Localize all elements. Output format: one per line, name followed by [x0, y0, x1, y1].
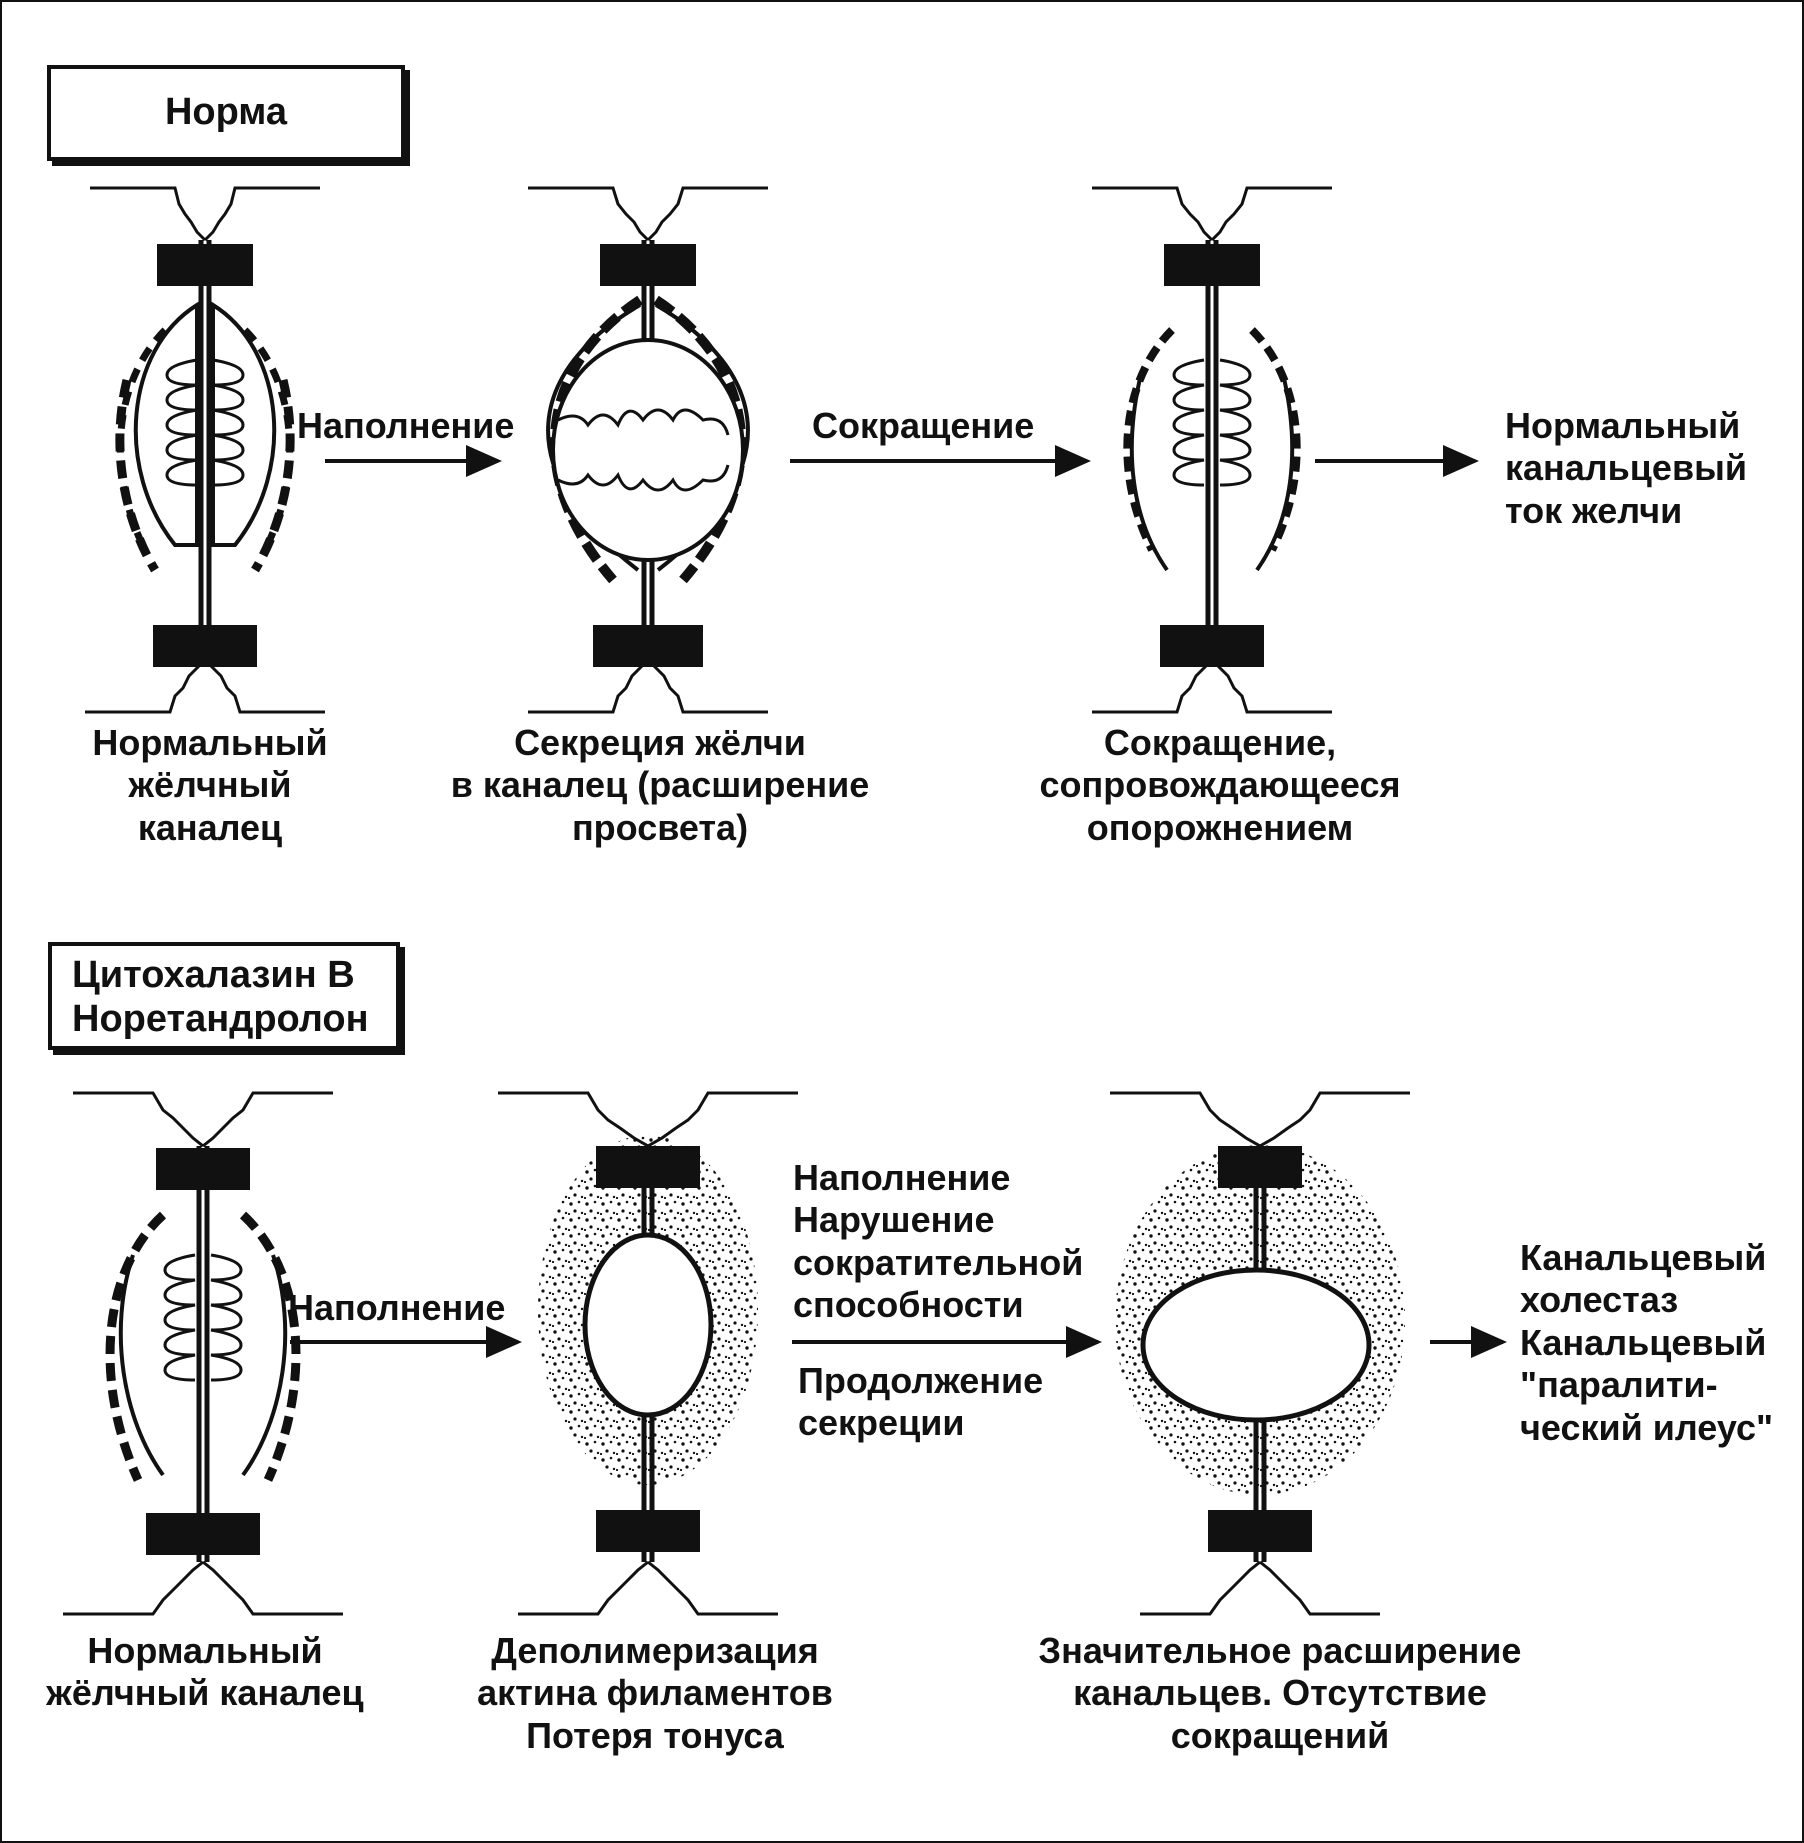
arrow-label-contraction: Сокращение — [812, 405, 1035, 446]
caption-line: каналец — [137, 806, 283, 848]
caption-normal-canaliculus-2: Нормальный жёлчный каналец — [30, 1630, 380, 1715]
result-line: "паралити- — [1520, 1364, 1718, 1406]
caption-line: сокращений — [1170, 1714, 1390, 1756]
label-line: способности — [793, 1284, 1024, 1326]
result-line: холестаз — [1520, 1279, 1679, 1321]
caption-line: канальцев. Отсутствие — [1073, 1672, 1487, 1714]
label-line: Нарушение — [793, 1199, 995, 1241]
caption-line: жёлчный каналец — [46, 1672, 364, 1714]
caption-line: сопровождающееся — [1039, 764, 1401, 806]
normal-title-box: Норма — [47, 65, 405, 161]
caption-line: опорожнением — [1086, 806, 1354, 848]
caption-line: Деполимеризация — [491, 1630, 819, 1671]
label-line: сократительной — [793, 1241, 1084, 1283]
drug-title-line-1: Цитохалазин В — [72, 954, 355, 996]
arrow-label-filling-top: Наполнение — [297, 405, 515, 446]
caption-normal-canaliculus: Нормальный жёлчный каналец — [60, 722, 360, 849]
caption-line: в каналец (расширение — [450, 764, 870, 806]
normal-result-line-1: Нормальный — [1505, 405, 1741, 446]
contracted-canaliculus-diagram — [1092, 186, 1332, 714]
caption-line: Нормальный — [87, 1630, 323, 1671]
drug-title-box: Цитохалазин В Норетандролон — [48, 942, 400, 1050]
caption-line: Значительное расширение — [1038, 1630, 1522, 1671]
greatly-dilated-canaliculus-diagram — [1110, 1091, 1410, 1616]
result-line: ческий илеус" — [1520, 1406, 1774, 1448]
filled-canaliculus-diagram — [528, 186, 768, 714]
arrow-label-continued-secretion: Продолжение секреции — [798, 1360, 1043, 1445]
drug-title-line-2: Норетандролон — [72, 997, 369, 1040]
normal-result-label: Нормальный канальцевый ток желчи — [1505, 405, 1747, 532]
result-line: Канальцевый — [1520, 1321, 1767, 1363]
label-line: Продолжение — [798, 1360, 1044, 1401]
caption-line: Секреция жёлчи — [514, 722, 806, 763]
cholestasis-result-label: Канальцевый холестаз Канальцевый "парали… — [1520, 1237, 1773, 1449]
caption-significant-dilation: Значительное расширение канальцев. Отсут… — [1000, 1630, 1560, 1757]
normal-result-line-3: ток желчи — [1505, 489, 1683, 531]
normal-result-line-2: канальцевый — [1505, 447, 1747, 489]
normal-canaliculus-diagram-2 — [63, 1091, 343, 1616]
caption-line: жёлчный — [128, 764, 292, 806]
dilated-canaliculus-diagram — [498, 1091, 798, 1616]
normal-title: Норма — [164, 91, 288, 134]
caption-line: Потеря тонуса — [526, 1714, 784, 1756]
caption-line: Нормальный — [92, 722, 328, 763]
normal-canaliculus-diagram-1 — [85, 186, 325, 714]
caption-line: просвета) — [571, 806, 749, 848]
caption-line: актина филаментов — [477, 1672, 833, 1714]
arrow-label-impaired-contraction: Наполнение Нарушение сократительной спос… — [793, 1157, 1083, 1327]
caption-actin-depolymerization: Деполимеризация актина филаментов Потеря… — [430, 1630, 880, 1757]
caption-contraction-emptying: Сокращение, сопровождающееся опорожнение… — [1010, 722, 1430, 849]
arrow-label-filling-bottom: Наполнение — [288, 1287, 506, 1328]
caption-bile-secretion: Секреция жёлчи в каналец (расширение про… — [420, 722, 900, 849]
label-line: Наполнение — [793, 1157, 1011, 1198]
label-line: секреции — [798, 1402, 965, 1444]
result-line: Канальцевый — [1520, 1237, 1767, 1278]
caption-line: Сокращение, — [1103, 722, 1337, 763]
